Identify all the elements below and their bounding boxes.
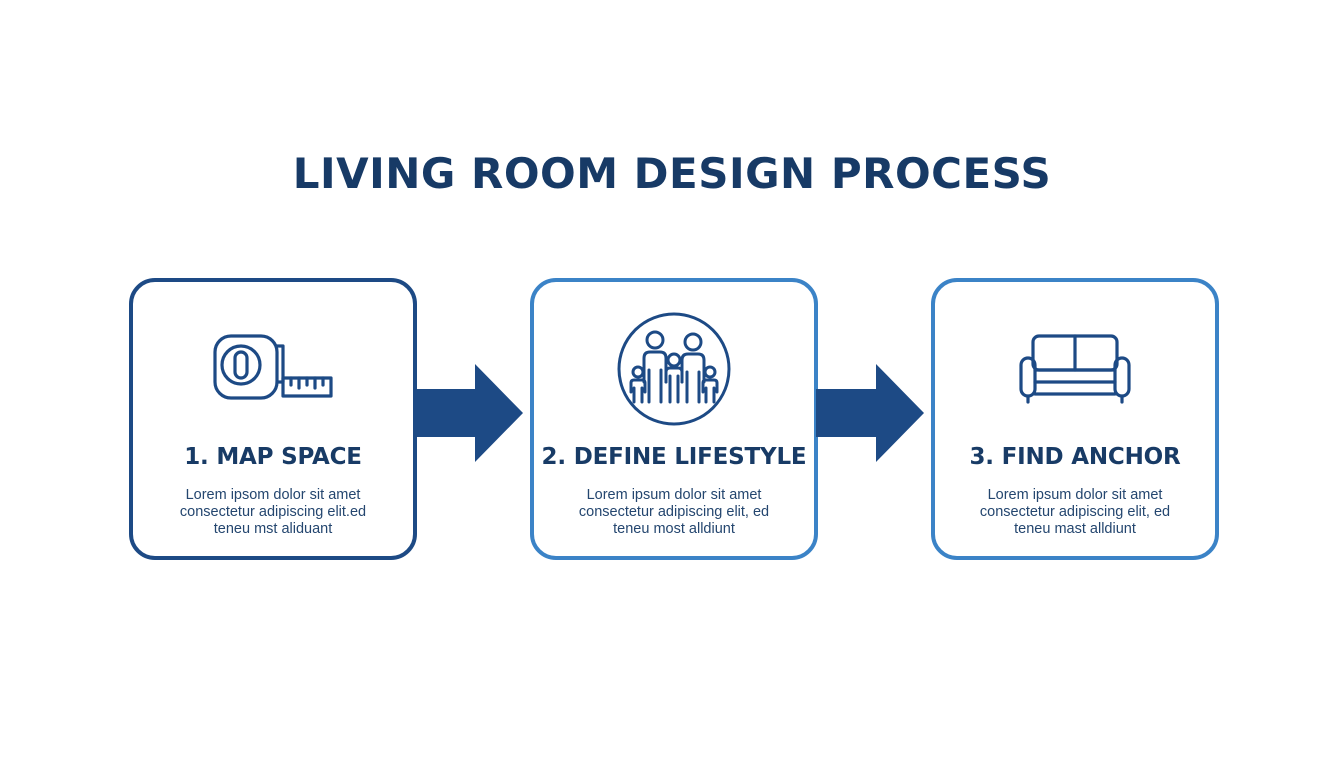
sofa-icon — [1019, 334, 1131, 404]
step-title: 1. MAP SPACE — [184, 444, 362, 470]
tape-measure-icon — [213, 334, 333, 400]
step-title: 2. DEFINE LIFESTYLE — [541, 444, 807, 470]
description-line: Lorem ipsum dolor sit amet — [586, 487, 762, 503]
step-title: 3. FIND ANCHOR — [969, 444, 1181, 470]
description-line: teneu mst aliduant — [213, 521, 333, 537]
step-card-define-lifestyle: 2. DEFINE LIFESTYLE Lorem ipsum dolor si… — [530, 278, 818, 560]
description-line: consectetur adipiscing elit.ed — [179, 504, 367, 520]
diagram-title: LIVING ROOM DESIGN PROCESS — [292, 149, 1052, 198]
family-icon — [617, 312, 731, 426]
step-card-map-space: 1. MAP SPACE Lorem ipsom dolor sit amet … — [129, 278, 417, 560]
step-description: Lorem ipsum dolor sit amet consectetur a… — [935, 487, 1215, 538]
description-line: consectetur adipiscing elit, ed — [979, 504, 1171, 520]
description-line: teneu mast alldiunt — [1014, 521, 1136, 537]
description-line: Lorem ipsom dolor sit amet — [185, 487, 361, 503]
arrow-right-icon — [816, 364, 924, 462]
step-description: Lorem ipsum dolor sit amet consectetur a… — [534, 487, 814, 538]
arrow-right-icon — [415, 364, 523, 462]
step-description: Lorem ipsom dolor sit amet consectetur a… — [133, 487, 413, 538]
description-line: teneu most alldiunt — [613, 521, 735, 537]
description-line: consectetur adipiscing elit, ed — [578, 504, 770, 520]
description-line: Lorem ipsum dolor sit amet — [987, 487, 1163, 503]
step-card-find-anchor: 3. FIND ANCHOR Lorem ipsum dolor sit ame… — [931, 278, 1219, 560]
